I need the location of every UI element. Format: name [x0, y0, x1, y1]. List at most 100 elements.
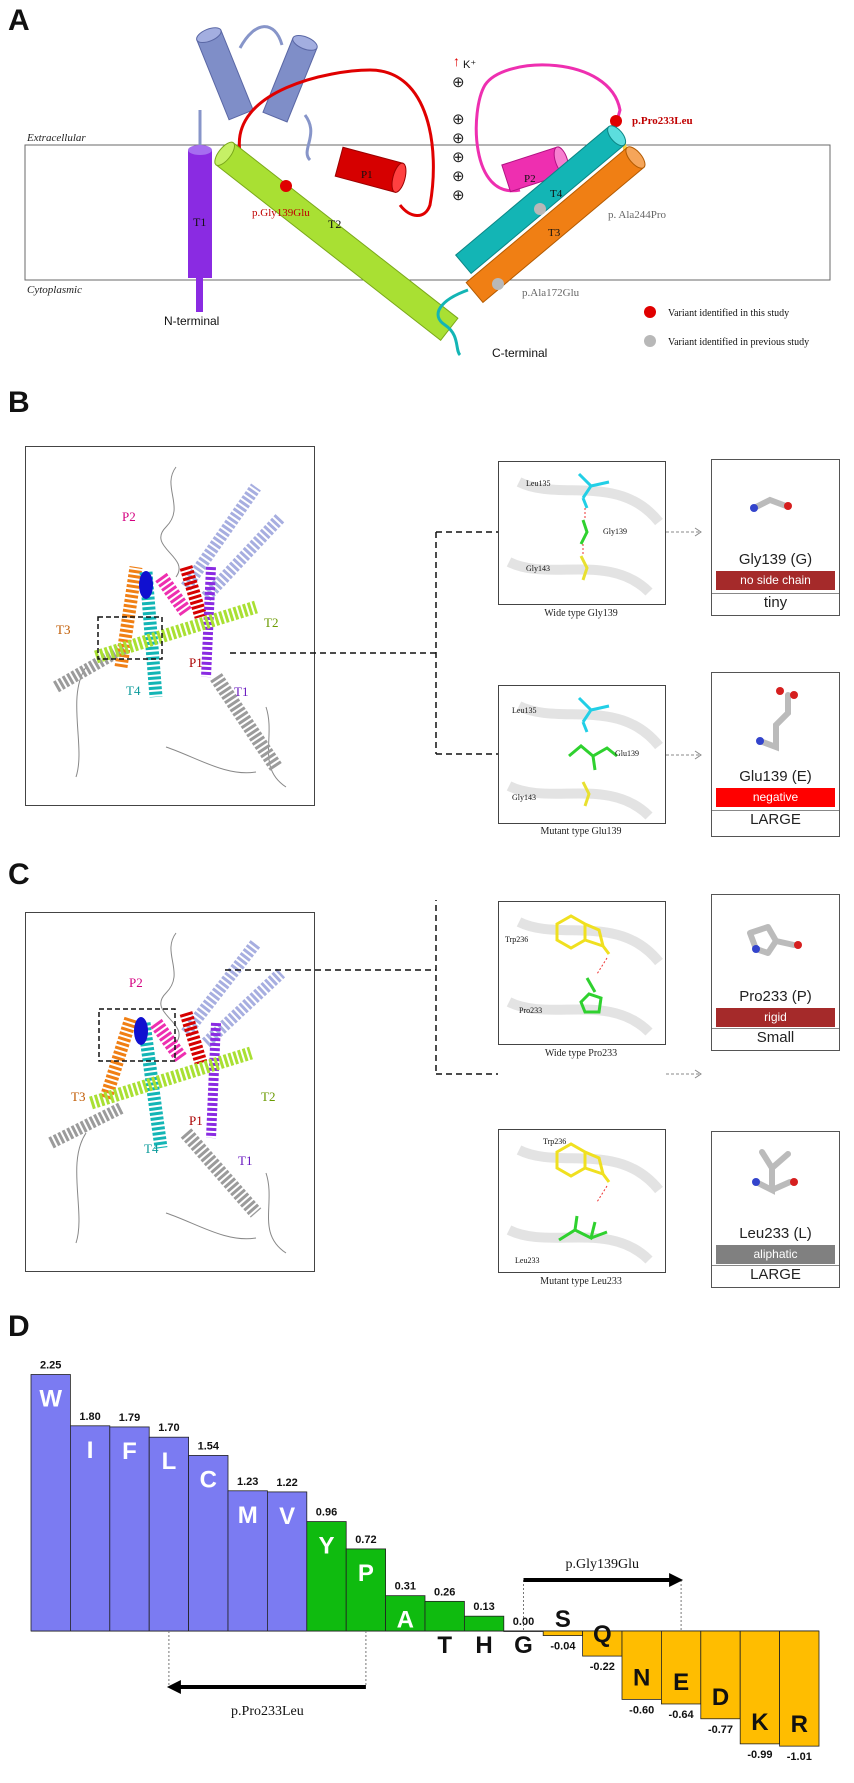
helix-cyan-c	[137, 1022, 168, 1149]
pro233-label: p.Pro233Leu	[632, 115, 693, 127]
bar-value-C: 1.54	[198, 1440, 220, 1452]
bar-letter-D: D	[712, 1684, 729, 1711]
card-band-b-wild: no side chain	[716, 571, 835, 590]
variant-dot-ala172	[492, 278, 504, 290]
panel-c-mutant-closeup: Trp236 Leu233	[498, 1129, 666, 1273]
panel-b-mutant-closeup: Leu135 Glu139 Gly143	[498, 685, 666, 824]
label-p1-b: P1	[189, 655, 203, 670]
card-size-b-mutant: LARGE	[712, 810, 839, 835]
panel-c-wild-closeup: Trp236 Pro233	[498, 901, 666, 1045]
bar-letter-N: N	[633, 1664, 650, 1691]
bar-K	[739, 1630, 781, 1745]
caption-c-mutant: Mutant type Leu233	[540, 1276, 622, 1287]
helix-purple-c	[206, 1022, 221, 1139]
panel-b-wild-closeup: Leu135 Gly139 Gly143	[498, 461, 666, 605]
ion-label: K⁺	[463, 59, 476, 71]
label-t1-b: T1	[234, 684, 248, 699]
ion-circle-5: ⊕	[452, 168, 465, 185]
cylinder-loop-b	[262, 35, 318, 123]
bar-value-L: 1.70	[158, 1422, 179, 1434]
bar-letter-E: E	[673, 1669, 689, 1696]
residue-leu-b	[577, 472, 610, 509]
ion-circle-4: ⊕	[452, 149, 465, 166]
panel-b-letter: B	[8, 386, 30, 419]
helix-periwinkle-c	[181, 939, 286, 1048]
card-band-c-wild: rigid	[716, 1008, 835, 1027]
gly139-label: p.Gly139Glu	[252, 207, 310, 219]
t4-label: T4	[550, 188, 563, 200]
label-t3-c: T3	[71, 1089, 85, 1104]
c-terminal-tail	[436, 288, 469, 357]
bar-M	[227, 1490, 268, 1632]
label-t2-b: T2	[264, 615, 278, 630]
label-t1-c: T1	[238, 1153, 252, 1168]
t3-label: T3	[548, 227, 561, 239]
card-band-b-mutant: negative	[716, 788, 835, 807]
p2-label: P2	[524, 173, 536, 185]
bar-letter-K: K	[751, 1709, 769, 1736]
ala172-label: p.Ala172Glu	[522, 287, 580, 299]
residue-trp-c-mut	[555, 1142, 611, 1183]
bar-value-H: 0.13	[473, 1601, 494, 1613]
label-t4-c: T4	[144, 1141, 159, 1156]
ion-circle-3: ⊕	[452, 130, 465, 147]
res-top-b-mut: Leu135	[512, 706, 536, 715]
molecule-pro	[747, 924, 802, 956]
bar-value-E: -0.64	[669, 1709, 695, 1721]
bar-value-N: -0.60	[629, 1704, 654, 1716]
bar-value-M: 1.23	[237, 1476, 258, 1488]
coil-c	[75, 932, 287, 1254]
residue-glu-b-mut	[568, 744, 618, 771]
residue-gly-b	[579, 519, 589, 545]
bar-value-T: 0.26	[434, 1586, 455, 1598]
card-c-wild: Pro233 (P) rigid Small	[711, 894, 840, 1051]
ala244-label: p. Ala244Pro	[608, 209, 667, 221]
bar-letter-C: C	[200, 1466, 217, 1493]
helix-grey2-c	[48, 1102, 124, 1149]
bar-value-P: 0.72	[355, 1534, 376, 1546]
cytoplasmic-label: Cytoplasmic	[27, 284, 82, 296]
legend-this-study: Variant identified in this study	[668, 308, 789, 319]
helix-orange-c	[99, 1016, 138, 1100]
bar-Q	[582, 1630, 623, 1657]
n-terminal-label: N-terminal	[164, 314, 219, 328]
helix-t4	[454, 125, 627, 275]
label-p1-c: P1	[189, 1113, 203, 1128]
residue-leu-b-mut	[577, 696, 610, 733]
bar-letter-R: R	[791, 1711, 808, 1738]
bar-value-A: 0.31	[395, 1581, 416, 1593]
arrow-label-gly139glu: p.Gly139Glu	[566, 1557, 640, 1572]
t2-label: T2	[328, 217, 341, 231]
helix-red-b	[179, 565, 208, 619]
bar-letter-Y: Y	[318, 1533, 334, 1560]
res-mid-b-wild: Gly139	[603, 527, 627, 536]
helix-t1	[188, 150, 212, 278]
helix-periwinkle-b	[181, 483, 286, 602]
res-top-c-mut: Trp236	[543, 1137, 566, 1146]
molecule-glu	[756, 687, 798, 752]
card-name-c-mutant: Leu233 (L)	[739, 1225, 812, 1242]
bar-letter-G: G	[514, 1632, 533, 1659]
bar-value-V: 1.22	[276, 1477, 297, 1489]
res-bot-c-mut: Leu233	[515, 1256, 539, 1265]
card-size-b-wild: tiny	[712, 593, 839, 615]
card-name-c-wild: Pro233 (P)	[739, 988, 812, 1005]
caption-b-wild: Wide type Gly139	[544, 608, 618, 619]
bar-T	[424, 1600, 465, 1632]
res-bot-b-wild: Gly143	[526, 564, 550, 573]
bar-E	[661, 1630, 702, 1705]
variant-dot-pro233	[610, 115, 622, 127]
molecule-gly	[750, 496, 792, 512]
n-terminal-stem	[196, 278, 203, 312]
cylinder-p2	[501, 146, 569, 193]
bar-letter-I: I	[87, 1437, 94, 1464]
residue-trp-c	[555, 914, 611, 955]
caption-c-wild: Wide type Pro233	[544, 1048, 618, 1059]
bar-D	[700, 1630, 741, 1720]
ion-circle-2: ⊕	[452, 111, 465, 128]
res-mid-b-mut: Glu139	[615, 749, 639, 758]
blue-knob-c	[134, 1017, 148, 1045]
bar-letter-A: A	[397, 1607, 414, 1634]
bar-value-I: 1.80	[79, 1411, 100, 1423]
bar-letter-Q: Q	[593, 1621, 612, 1648]
